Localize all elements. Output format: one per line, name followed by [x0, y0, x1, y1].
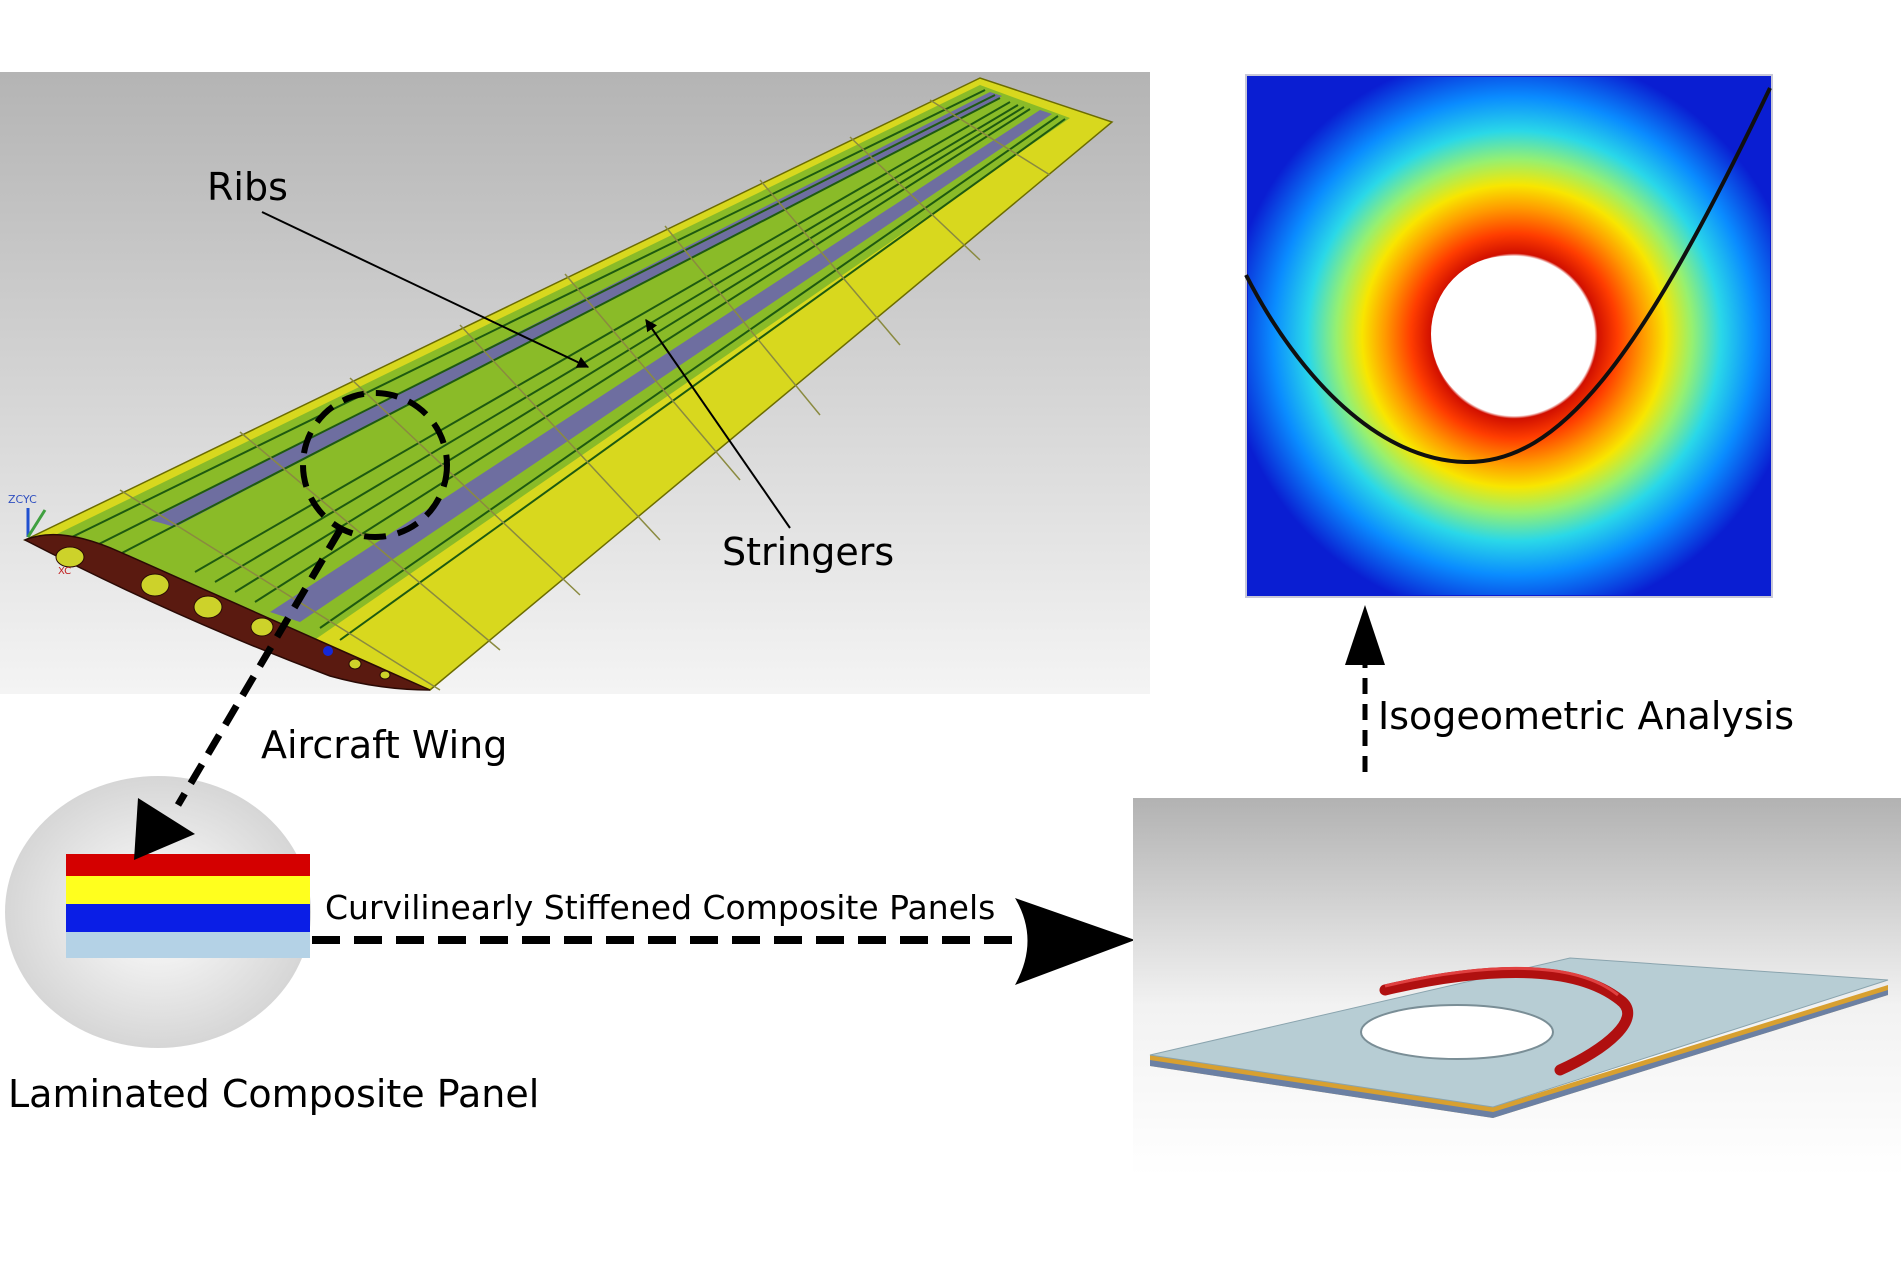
ply-light-blue: [66, 932, 310, 958]
laminated-panel-label: Laminated Composite Panel: [8, 1072, 539, 1116]
zoom-arrow-head: [134, 798, 195, 860]
aircraft-wing-image: ZCYC XC: [0, 72, 1150, 694]
rear-spar: [270, 110, 1052, 622]
zoom-circle: [300, 390, 450, 540]
panel-arrow-head: [1015, 898, 1135, 985]
laminate-detail: [5, 776, 311, 1048]
ribs-label: Ribs: [207, 165, 288, 209]
curved-stiffener-highlight: [1384, 966, 1619, 997]
rib-holes: [55, 546, 391, 680]
axis-x-label: XC: [58, 566, 71, 577]
central-hole: [1431, 256, 1583, 412]
front-spar: [150, 92, 1002, 527]
stiffener-curve: [1244, 87, 1772, 465]
plate-edge-layers: [1150, 985, 1888, 1118]
aircraft-wing-label: Aircraft Wing: [261, 723, 507, 767]
ply-blue: [66, 904, 310, 932]
axis-triad-label: ZCYC: [8, 493, 37, 506]
stiffened-plate-model: [1133, 798, 1901, 1176]
curved-stiffener: [1379, 967, 1633, 1076]
ribs-leader-line: [261, 211, 590, 368]
stringers-label: Stringers: [722, 530, 894, 574]
iga-label: Isogeometric Analysis: [1378, 694, 1794, 738]
axis-triad-icon: ZCYC XC: [8, 493, 71, 577]
ply-yellow: [66, 876, 310, 904]
ply-red: [66, 854, 310, 876]
wing-box: [55, 85, 1070, 650]
zoom-dashed-shaft: [174, 528, 344, 807]
root-marker: [323, 646, 333, 656]
stringers-leader-line: [645, 319, 791, 529]
ribs-group: [119, 99, 1051, 691]
plate-hole: [1360, 1004, 1554, 1060]
curvilinear-panels-label: Curvilinearly Stiffened Composite Panels: [325, 888, 995, 927]
stress-contour-plot: [1244, 74, 1773, 598]
iga-arrow-head: [1345, 605, 1385, 665]
